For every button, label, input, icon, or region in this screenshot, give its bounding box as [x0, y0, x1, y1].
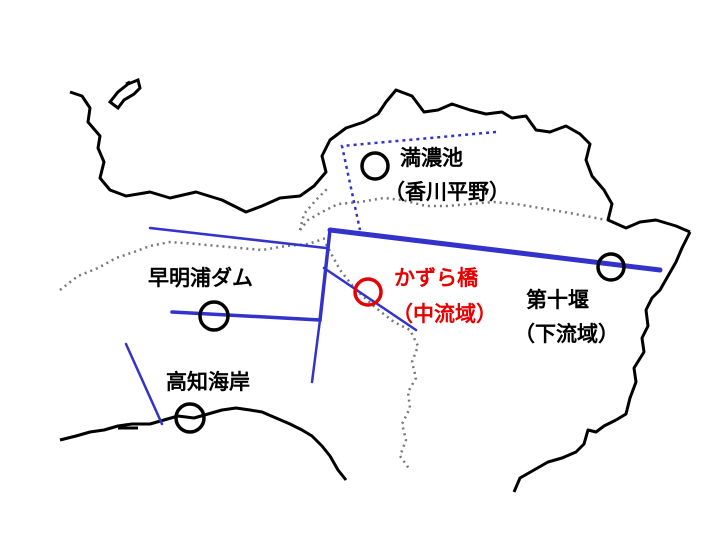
- label-hayaakeura-dam: 早明浦ダム: [148, 266, 253, 290]
- branch-west-upper: [148, 226, 328, 250]
- marker-mannoike: [360, 151, 390, 181]
- boundary-tokushima-kochi: [324, 243, 420, 471]
- yoshino-river-south: [310, 318, 322, 384]
- coastline: [59, 88, 692, 493]
- north-coastline: [69, 88, 691, 234]
- yoshino-river-lower: [327, 227, 663, 273]
- boundary-west-branch: [298, 187, 329, 231]
- label-kochi-coast: 高知海岸: [166, 370, 250, 394]
- label-kazura-bashi: かずら橋: [394, 266, 478, 290]
- label-dai-juseki: 第十堰: [526, 288, 589, 312]
- label-kagawa-plain: （香川平野）: [384, 180, 510, 204]
- east-coast-bend: [512, 418, 617, 493]
- canal-to-mannoike: [340, 130, 497, 231]
- marker-hayaakeura-dam: [198, 300, 230, 332]
- south-coastline: [59, 406, 348, 481]
- marker-dai-juseki: [596, 252, 626, 282]
- marker-kazura-bashi: [353, 277, 383, 307]
- rivers: [124, 226, 663, 426]
- islet-small: [125, 80, 131, 86]
- boundary-ehime-kochi: [59, 236, 327, 291]
- marker-kochi-coast: [174, 402, 206, 434]
- boundary-kagawa-tokushima: [299, 196, 607, 231]
- prefectural-boundaries: [59, 187, 607, 471]
- awaji-island-west: [615, 231, 692, 422]
- island-shape: [107, 77, 142, 111]
- branch-middle-reach: [322, 266, 418, 332]
- label-lower-reach: （下流域）: [514, 322, 619, 346]
- branch-to-kochi: [124, 342, 164, 426]
- label-middle-reach: （中流域）: [392, 302, 497, 326]
- label-mannoike: 満濃池: [400, 146, 463, 170]
